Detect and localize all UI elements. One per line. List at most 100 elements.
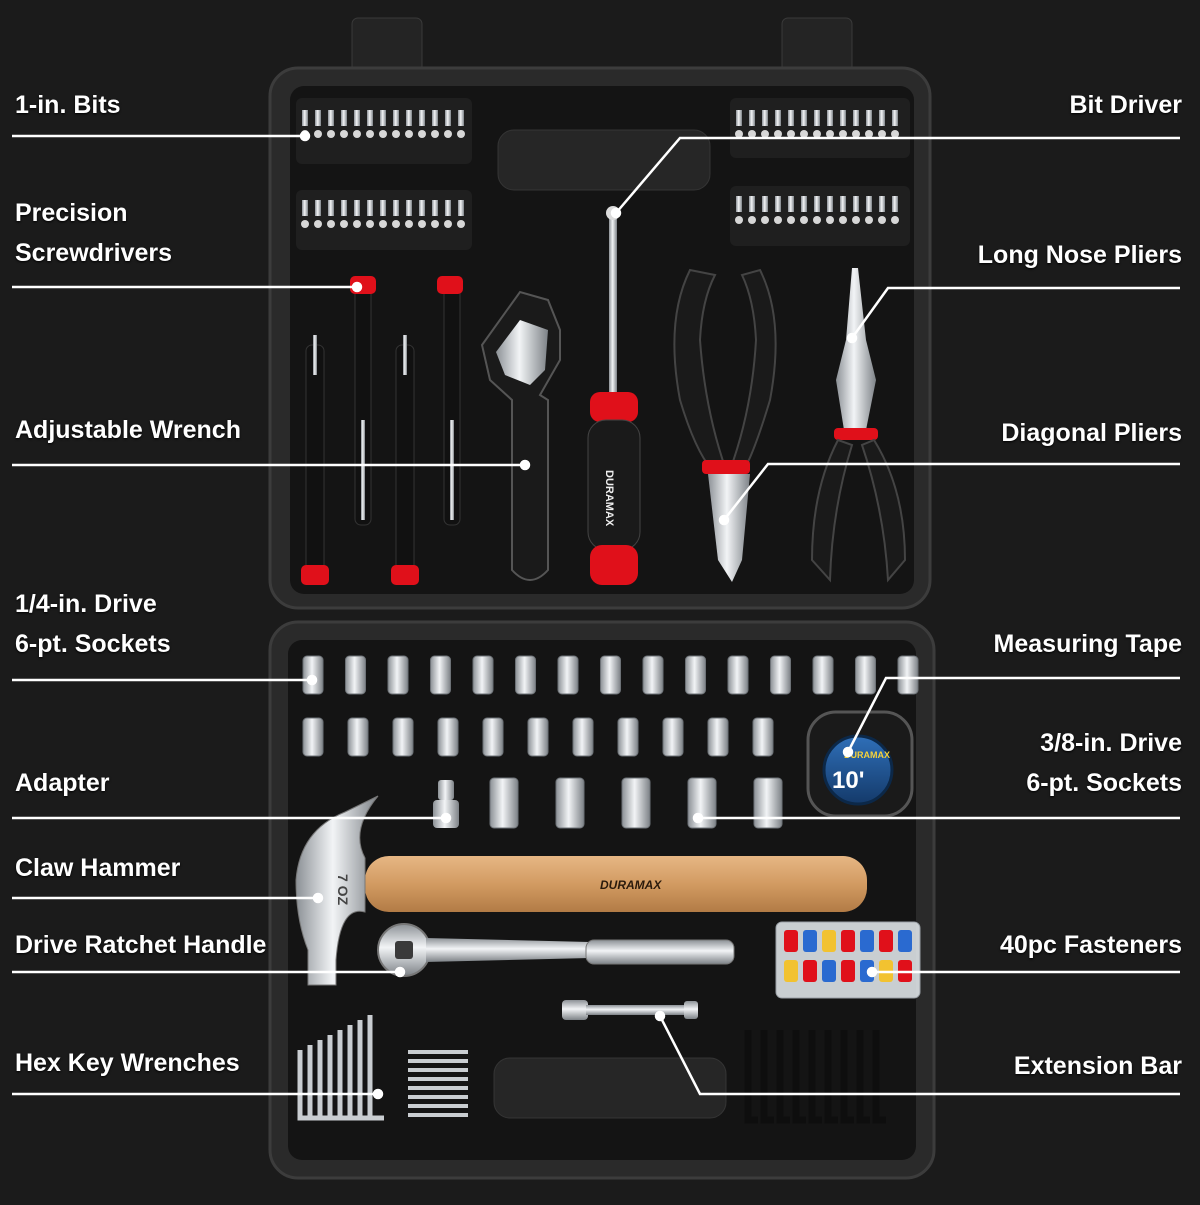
- fastener: [841, 930, 855, 952]
- label-fasteners: 40pc Fasteners: [1000, 925, 1182, 965]
- bit-tip: [748, 130, 756, 138]
- callout-dot-ratchet: [394, 966, 406, 978]
- socket: [345, 655, 366, 695]
- bit-tip: [826, 216, 834, 224]
- fastener: [784, 960, 798, 982]
- bit: [432, 200, 438, 216]
- bit-driver-logo: DURAMAX: [603, 470, 615, 527]
- label-diagonal-pliers-text: Diagonal Pliers: [1001, 419, 1182, 447]
- callout-dot-fasteners: [866, 966, 878, 978]
- bit-tip: [748, 216, 756, 224]
- bit-tip: [774, 216, 782, 224]
- bit-tip: [878, 130, 886, 138]
- callout-lines: [12, 130, 1180, 1100]
- bit-tip: [891, 130, 899, 138]
- bit: [762, 110, 768, 126]
- bit-tip: [787, 130, 795, 138]
- callout-dot-wrench: [519, 459, 531, 471]
- bit-tip: [340, 220, 348, 228]
- socket: [707, 717, 729, 757]
- label-three-eighths-line1: 3/8-in. Drive: [1040, 729, 1182, 757]
- claw-hammer: DURAMAX 7 OZ: [295, 795, 867, 986]
- callout-dot-extension: [654, 1010, 666, 1022]
- hex-key: [367, 1015, 384, 1121]
- diagonal-pliers: [673, 268, 777, 582]
- bit-tip: [761, 130, 769, 138]
- label-bit-driver: Bit Driver: [1069, 85, 1182, 125]
- hex-key: [408, 1113, 468, 1117]
- label-adapter: Adapter: [15, 763, 109, 803]
- bit-tip: [457, 130, 465, 138]
- label-adjustable-wrench-text: Adjustable Wrench: [15, 416, 241, 444]
- hex-key: [408, 1050, 468, 1054]
- bit: [736, 196, 742, 212]
- callout-dot-tape: [842, 746, 854, 758]
- bit-tip: [787, 216, 795, 224]
- socket: [302, 717, 324, 757]
- bit-tip: [418, 220, 426, 228]
- bit-tip: [327, 130, 335, 138]
- bit: [341, 110, 347, 126]
- bit-tip: [444, 220, 452, 228]
- callout-dot-precision: [351, 281, 363, 293]
- bit-tip: [418, 130, 426, 138]
- bit: [341, 200, 347, 216]
- bit: [419, 200, 425, 216]
- callout-dot-diagonal: [718, 514, 730, 526]
- socket: [437, 717, 459, 757]
- bit-tip: [301, 220, 309, 228]
- bit: [380, 200, 386, 216]
- bit-tip: [340, 130, 348, 138]
- bit: [866, 110, 872, 126]
- hex-key: [408, 1068, 468, 1072]
- bit-tip: [735, 216, 743, 224]
- socket: [662, 717, 684, 757]
- bit: [827, 196, 833, 212]
- bit-tip: [878, 216, 886, 224]
- socket: [482, 717, 504, 757]
- hammer-logo: DURAMAX: [600, 878, 662, 892]
- bit: [879, 110, 885, 126]
- bit-tip: [813, 130, 821, 138]
- label-precision-screwdrivers: Precision Screwdrivers: [15, 193, 172, 273]
- bit: [380, 110, 386, 126]
- bit: [393, 110, 399, 126]
- socket: [527, 717, 549, 757]
- bit: [775, 110, 781, 126]
- fastener: [784, 930, 798, 952]
- label-three-eighths-sockets: 3/8-in. Drive 6-pt. Sockets: [1026, 723, 1182, 803]
- label-precision-line2: Screwdrivers: [15, 239, 173, 267]
- socket: [392, 717, 414, 757]
- bit: [367, 110, 373, 126]
- bit: [840, 110, 846, 126]
- fastener: [841, 960, 855, 982]
- callout-dot-bits: [299, 130, 311, 142]
- callout-dot-bit-driver: [610, 207, 622, 219]
- bit-tip: [735, 130, 743, 138]
- callout-dot-quarter-sockets: [306, 674, 318, 686]
- hex-key: [408, 1086, 468, 1090]
- bit: [775, 196, 781, 212]
- bit-tip: [839, 216, 847, 224]
- bit: [367, 200, 373, 216]
- bit: [419, 110, 425, 126]
- hex-key: [856, 1030, 870, 1124]
- label-hex-keys-text: Hex Key Wrenches: [15, 1049, 240, 1077]
- label-adjustable-wrench: Adjustable Wrench: [15, 410, 241, 450]
- hex-key: [408, 1077, 468, 1081]
- bit-tip: [852, 216, 860, 224]
- socket: [489, 777, 519, 829]
- hex-key: [872, 1030, 886, 1124]
- socket: [685, 655, 706, 695]
- bit-tip: [405, 220, 413, 228]
- bit: [406, 110, 412, 126]
- bit-tip: [314, 220, 322, 228]
- hex-key: [408, 1095, 468, 1099]
- bit: [814, 110, 820, 126]
- bit: [736, 110, 742, 126]
- label-1in-bits-text: 1-in. Bits: [15, 91, 121, 119]
- bit: [328, 110, 334, 126]
- label-long-nose-pliers-text: Long Nose Pliers: [977, 241, 1182, 269]
